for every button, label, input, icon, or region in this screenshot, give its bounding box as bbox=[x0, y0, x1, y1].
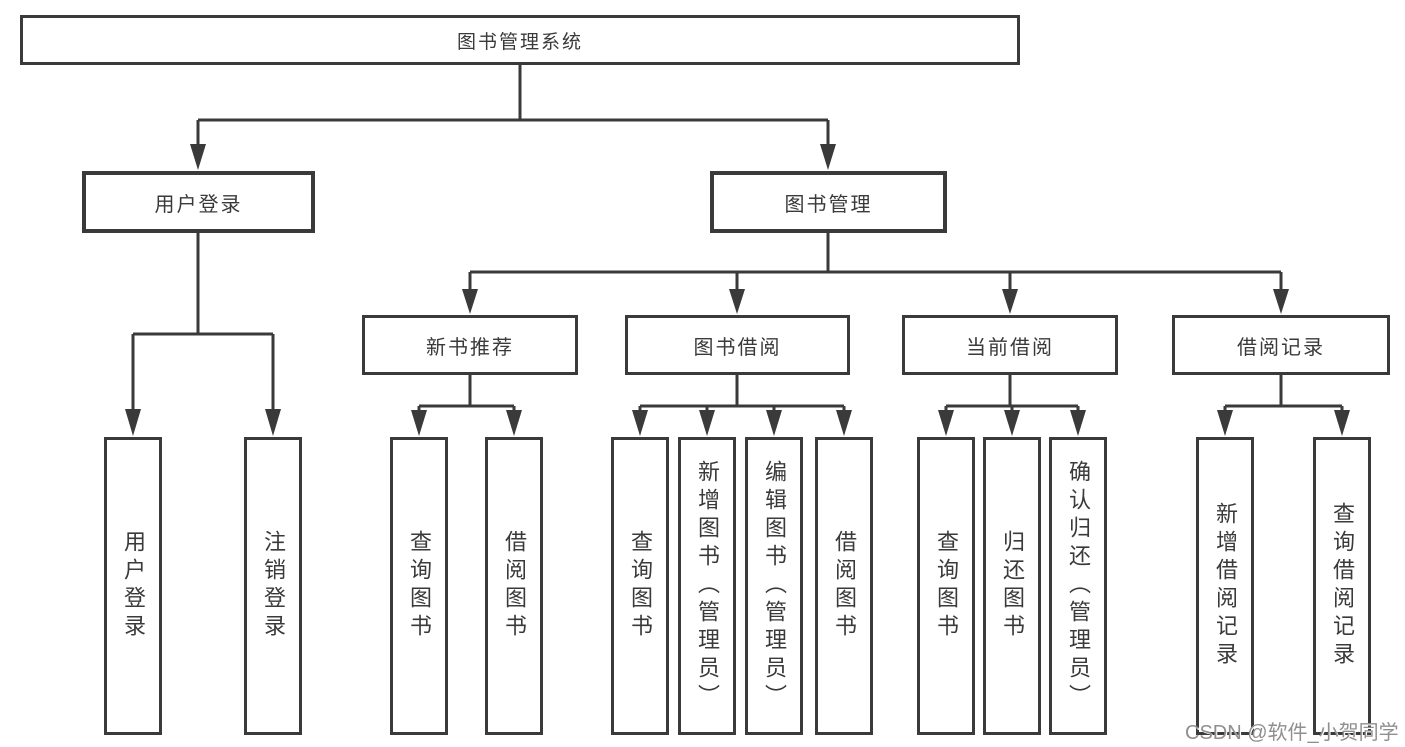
leaf-query-books-current: 查询图书 bbox=[917, 437, 975, 735]
leaf-return-book: 归还图书 bbox=[983, 437, 1041, 735]
leaf-confirm-return-admin: 确认归还（管理员） bbox=[1049, 437, 1107, 735]
connector-mgmt-to-level3 bbox=[468, 233, 1283, 292]
node-root-system: 图书管理系统 bbox=[20, 15, 1020, 65]
arrowhead-icon bbox=[699, 410, 715, 436]
node-label: 用户登录 bbox=[121, 530, 146, 642]
leaf-logout: 注销登录 bbox=[244, 437, 302, 735]
arrowhead-icon bbox=[1070, 410, 1086, 436]
node-label: 查询图书 bbox=[407, 530, 432, 642]
connector-root-to-level2 bbox=[196, 65, 830, 147]
node-label: 当前借阅 bbox=[966, 336, 1054, 359]
arrowhead-icon bbox=[462, 289, 478, 314]
node-label: 新书推荐 bbox=[426, 336, 514, 359]
csdn-watermark: CSDN @软件_小贺同学 bbox=[1185, 722, 1399, 744]
node-current-borrow: 当前借阅 bbox=[902, 315, 1118, 375]
arrowhead-icon bbox=[265, 409, 281, 436]
connector-newbook-to-leaves bbox=[417, 375, 516, 413]
arrowhead-icon bbox=[820, 144, 836, 170]
node-book-borrow: 图书借阅 bbox=[625, 315, 850, 375]
node-label: 借阅记录 bbox=[1237, 336, 1325, 359]
node-label: 查询借阅记录 bbox=[1330, 502, 1355, 670]
node-label: 新增图书（管理员） bbox=[695, 460, 720, 712]
leaf-borrow-books-recommend: 借阅图书 bbox=[485, 437, 543, 735]
node-label: 用户登录 bbox=[154, 193, 243, 216]
arrowhead-icon bbox=[1334, 410, 1350, 436]
connector-userlogin-to-leaves bbox=[131, 233, 275, 412]
node-user-login: 用户登录 bbox=[82, 171, 315, 233]
node-label: 查询图书 bbox=[628, 530, 653, 642]
leaf-add-book-admin: 新增图书（管理员） bbox=[678, 437, 736, 735]
arrowhead-icon bbox=[506, 410, 522, 436]
arrowhead-icon bbox=[1273, 289, 1289, 314]
leaf-query-books-borrow: 查询图书 bbox=[611, 437, 669, 735]
leaf-user-login: 用户登录 bbox=[104, 437, 162, 735]
node-label: 借阅图书 bbox=[502, 530, 527, 642]
node-label: 注销登录 bbox=[261, 530, 286, 642]
arrowhead-icon bbox=[190, 144, 206, 170]
node-new-book-recommend: 新书推荐 bbox=[362, 315, 578, 375]
node-label: 图书管理系统 bbox=[456, 31, 583, 53]
leaf-edit-book-admin: 编辑图书（管理员） bbox=[745, 437, 803, 735]
arrowhead-icon bbox=[1004, 410, 1020, 436]
arrowhead-icon bbox=[1217, 410, 1233, 436]
arrowhead-icon bbox=[632, 410, 648, 436]
arrowhead-icon bbox=[938, 410, 954, 436]
node-label: 查询图书 bbox=[934, 530, 959, 642]
node-label: 图书借阅 bbox=[693, 336, 782, 359]
node-book-management: 图书管理 bbox=[710, 171, 947, 233]
leaf-add-borrow-record: 新增借阅记录 bbox=[1196, 437, 1254, 735]
leaf-borrow-books: 借阅图书 bbox=[815, 437, 873, 735]
arrowhead-icon bbox=[1002, 289, 1018, 314]
arrowhead-icon bbox=[836, 410, 852, 436]
arrowhead-icon bbox=[411, 410, 427, 436]
node-label: 归还图书 bbox=[1000, 530, 1025, 642]
leaf-query-borrow-record: 查询借阅记录 bbox=[1313, 437, 1371, 735]
connector-current-to-leaves bbox=[944, 375, 1080, 413]
node-label: 借阅图书 bbox=[832, 530, 857, 642]
node-borrow-records: 借阅记录 bbox=[1172, 315, 1390, 375]
node-label: 确认归还（管理员） bbox=[1066, 460, 1091, 712]
node-label: 图书管理 bbox=[784, 193, 873, 216]
connector-records-to-leaves bbox=[1223, 375, 1344, 413]
node-label: 新增借阅记录 bbox=[1213, 502, 1238, 670]
connector-borrow-to-leaves bbox=[638, 375, 846, 413]
arrowhead-icon bbox=[766, 410, 782, 436]
arrowhead-icon bbox=[729, 289, 745, 314]
leaf-query-books-recommend: 查询图书 bbox=[390, 437, 448, 735]
arrowhead-icon bbox=[125, 409, 141, 436]
node-label: 编辑图书（管理员） bbox=[762, 460, 787, 712]
